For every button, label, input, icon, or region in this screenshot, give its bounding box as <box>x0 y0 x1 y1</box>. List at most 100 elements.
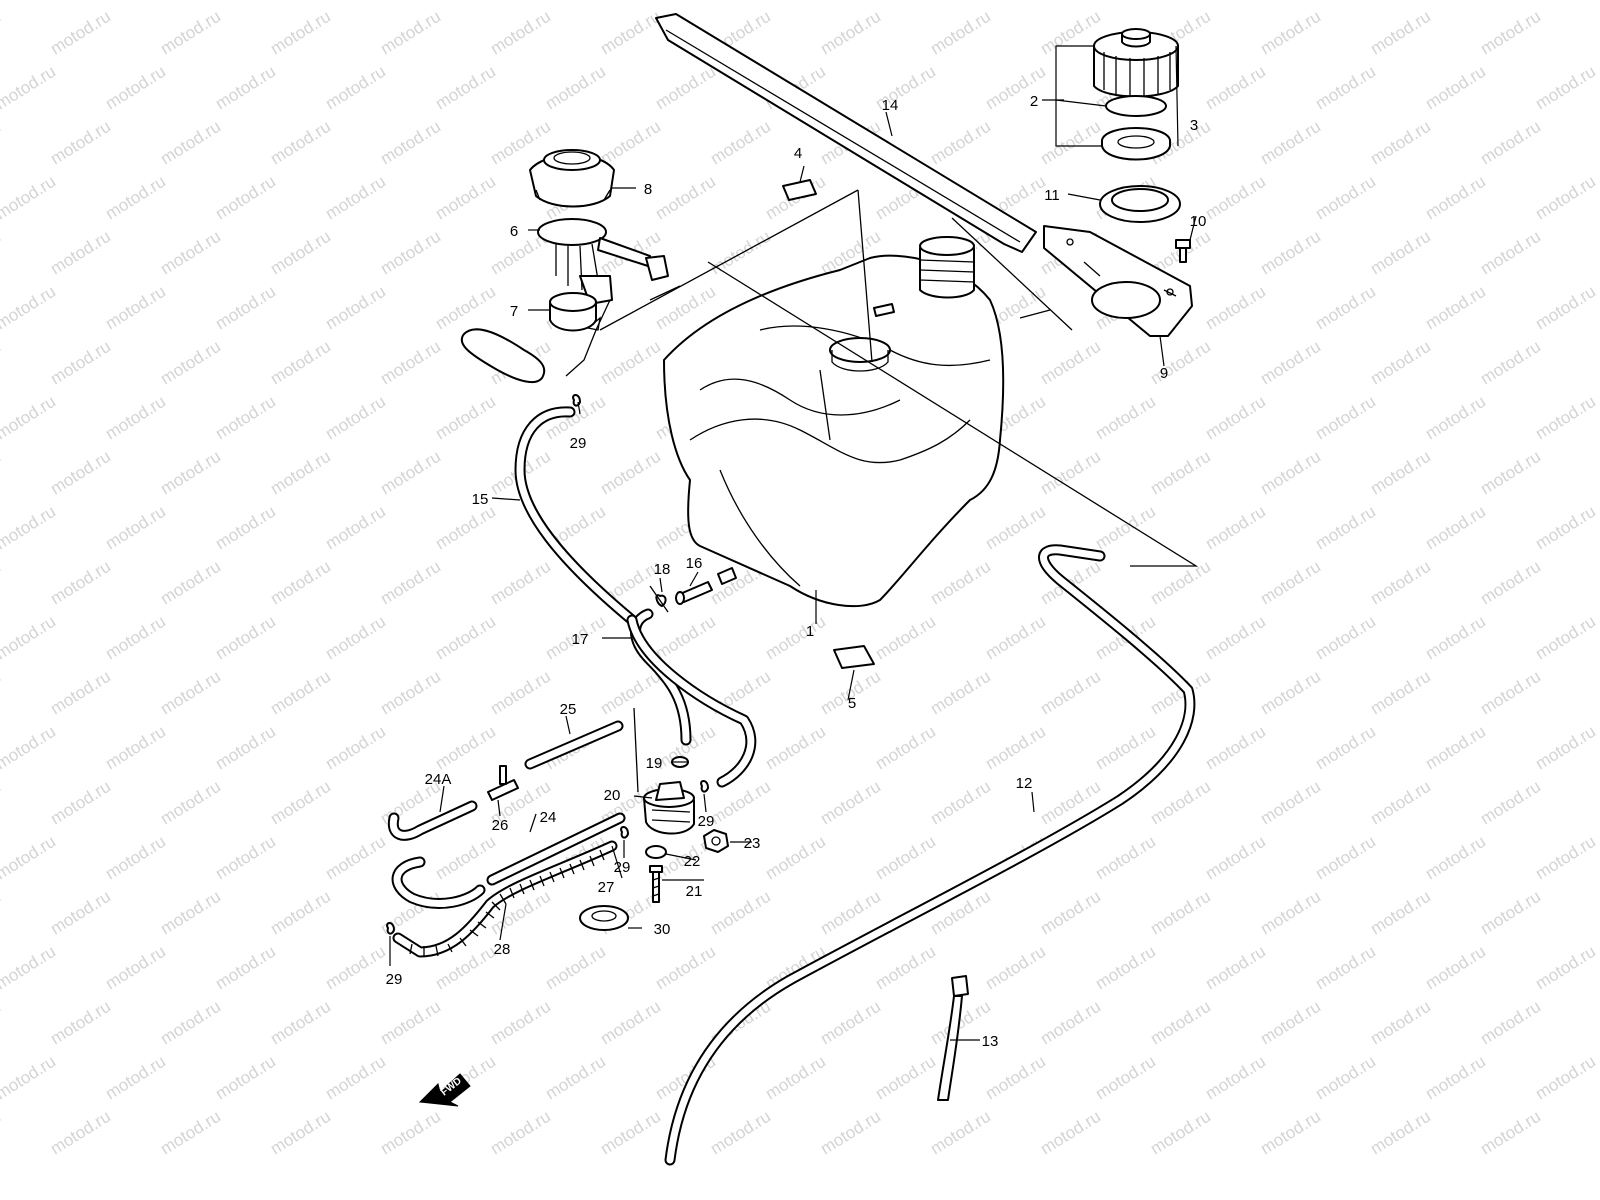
watermark-text: motod.ru <box>432 502 499 554</box>
watermark-text: motod.ru <box>432 62 499 114</box>
watermark-text: motod.ru <box>1202 502 1269 554</box>
watermark-text: motod.ru <box>542 942 609 994</box>
watermark-text: motod.ru <box>0 7 4 59</box>
watermark-text: motod.ru <box>1532 62 1599 114</box>
watermark-text: motod.ru <box>1202 722 1269 774</box>
watermark-text: motod.ru <box>0 502 59 554</box>
hose-12 <box>664 544 1196 1166</box>
watermark-text: motod.ru <box>1202 62 1269 114</box>
watermark-text: motod.ru <box>927 117 994 169</box>
callout-2: 2 <box>1030 93 1038 110</box>
watermark-text: motod.ru <box>1312 832 1379 884</box>
watermark-text: motod.ru <box>157 557 224 609</box>
watermark-text: motod.ru <box>982 612 1049 664</box>
watermark-text: motod.ru <box>762 612 829 664</box>
watermark-text: motod.ru <box>0 942 59 994</box>
callout-18: 18 <box>654 561 671 578</box>
hose-17 <box>626 608 757 788</box>
watermark-text: motod.ru <box>267 777 334 829</box>
watermark-text: motod.ru <box>1202 942 1269 994</box>
watermark-text: motod.ru <box>1312 172 1379 224</box>
watermark-text: motod.ru <box>597 1107 664 1159</box>
watermark-text: motod.ru <box>597 337 664 389</box>
watermark-text: motod.ru <box>0 172 59 224</box>
callout-27: 27 <box>598 879 615 896</box>
callout-14: 14 <box>882 97 899 114</box>
watermark-text: motod.ru <box>157 7 224 59</box>
watermark-text: motod.ru <box>1312 1052 1379 1104</box>
watermark-text: motod.ru <box>0 392 59 444</box>
watermark-text: motod.ru <box>1422 1052 1489 1104</box>
watermark-text: motod.ru <box>1477 7 1544 59</box>
watermark-text: motod.ru <box>1532 612 1599 664</box>
watermark-text: motod.ru <box>267 447 334 499</box>
cap-gasket-part <box>1099 185 1181 223</box>
watermark-text: motod.ru <box>982 942 1049 994</box>
watermark-text: motod.ru <box>1257 887 1324 939</box>
watermark-text: motod.ru <box>1422 942 1489 994</box>
watermark-text: motod.ru <box>927 557 994 609</box>
watermark-text: motod.ru <box>212 832 279 884</box>
watermark-text: motod.ru <box>982 1052 1049 1104</box>
watermark-text: motod.ru <box>0 337 4 389</box>
watermark-text: motod.ru <box>1422 722 1489 774</box>
watermark-text: motod.ru <box>487 7 554 59</box>
grommet-part-30 <box>579 905 629 931</box>
watermark-text: motod.ru <box>157 447 224 499</box>
watermark-text: motod.ru <box>432 282 499 334</box>
watermark-text: motod.ru <box>47 997 114 1049</box>
leader-lines <box>389 45 1197 1041</box>
callout-28: 28 <box>494 941 511 958</box>
watermark-text: motod.ru <box>597 667 664 719</box>
watermark-text: motod.ru <box>212 502 279 554</box>
watermark-text: motod.ru <box>1532 722 1599 774</box>
watermark-text: motod.ru <box>0 612 59 664</box>
callout-29: 29 <box>698 813 715 830</box>
watermark-text: motod.ru <box>102 942 169 994</box>
callout-24a: 24A <box>425 771 452 788</box>
watermark-text: motod.ru <box>1257 1107 1324 1159</box>
watermark-text: motod.ru <box>267 117 334 169</box>
watermark-text: motod.ru <box>1092 502 1159 554</box>
callout-25: 25 <box>560 701 577 718</box>
watermark-text: motod.ru <box>102 62 169 114</box>
watermark-text: motod.ru <box>1422 612 1489 664</box>
watermark-text: motod.ru <box>0 227 4 279</box>
watermark-text: motod.ru <box>157 667 224 719</box>
watermark-text: motod.ru <box>377 337 444 389</box>
watermark-text: motod.ru <box>707 1107 774 1159</box>
watermark-text: motod.ru <box>1422 172 1489 224</box>
watermark-text: motod.ru <box>267 667 334 719</box>
watermark-text: motod.ru <box>1477 667 1544 719</box>
watermark-text: motod.ru <box>1477 447 1544 499</box>
watermark-text: motod.ru <box>487 1107 554 1159</box>
pad-part-5 <box>833 645 875 669</box>
watermark-text: motod.ru <box>102 832 169 884</box>
watermark-text: motod.ru <box>47 777 114 829</box>
watermark-text: motod.ru <box>267 1107 334 1159</box>
watermark-text: motod.ru <box>927 777 994 829</box>
watermark-text: motod.ru <box>1367 447 1434 499</box>
watermark-text: motod.ru <box>47 117 114 169</box>
watermark-text: motod.ru <box>1037 997 1104 1049</box>
cable-tie-part <box>937 975 969 1101</box>
callout-5: 5 <box>848 695 856 712</box>
watermark-text: motod.ru <box>267 7 334 59</box>
watermark-text: motod.ru <box>872 832 939 884</box>
watermark-text: motod.ru <box>1477 557 1544 609</box>
callout-11: 11 <box>1044 187 1060 204</box>
callout-7: 7 <box>510 303 518 320</box>
callout-17: 17 <box>572 631 589 648</box>
watermark-text: motod.ru <box>1532 502 1599 554</box>
watermark-text: motod.ru <box>212 392 279 444</box>
watermark-text: motod.ru <box>322 62 389 114</box>
callout-29: 29 <box>386 971 403 988</box>
watermark-text: motod.ru <box>432 392 499 444</box>
watermark-text: motod.ru <box>1147 557 1214 609</box>
watermark-text: motod.ru <box>432 612 499 664</box>
watermark-text: motod.ru <box>377 447 444 499</box>
watermark-text: motod.ru <box>267 997 334 1049</box>
callout-labels: 1 2 3 4 5 6 7 8 9 10 11 12 13 14 15 16 1… <box>386 93 1207 1050</box>
callout-8: 8 <box>644 181 652 198</box>
watermark-text: motod.ru <box>982 62 1049 114</box>
